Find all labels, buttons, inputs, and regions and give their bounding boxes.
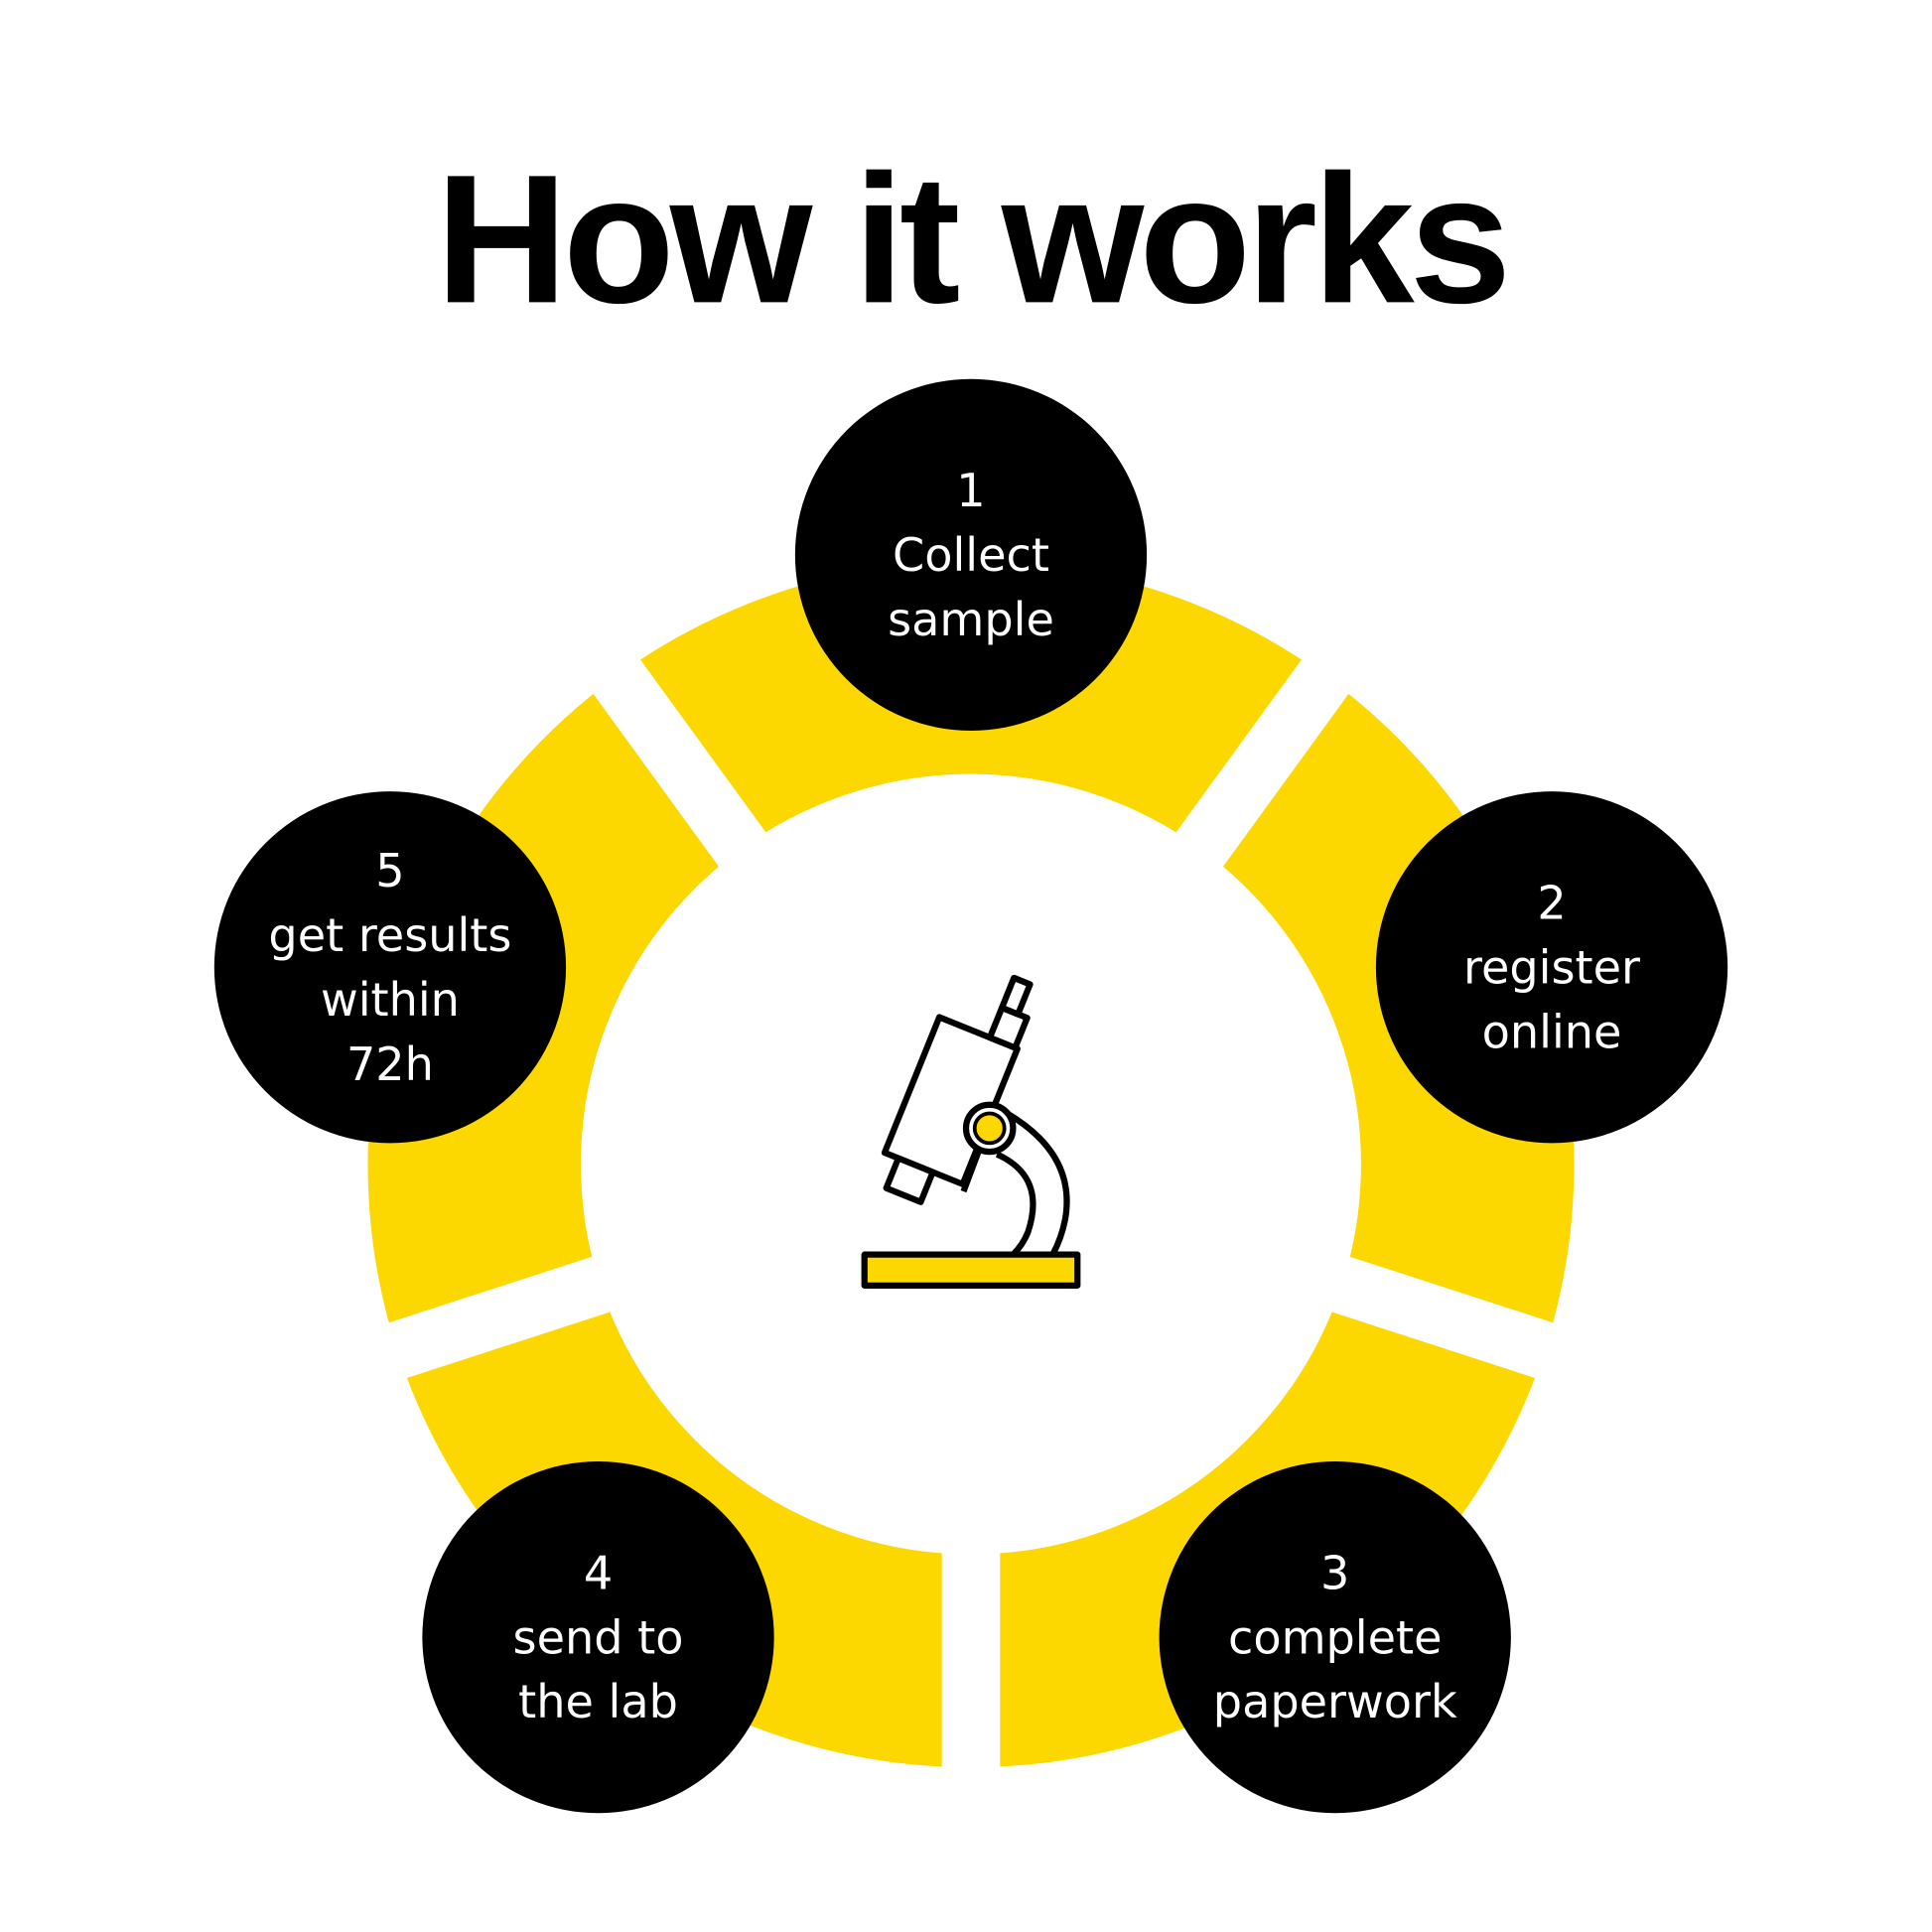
step-label: send to <box>513 1610 684 1664</box>
ring-gap <box>349 1136 981 1391</box>
step-label: online <box>1482 1005 1622 1058</box>
step-label: paperwork <box>1213 1675 1457 1728</box>
step-circle <box>794 378 1148 731</box>
step-label: the lab <box>518 1675 678 1728</box>
step-circle <box>1375 791 1728 1144</box>
ring-gap <box>961 1136 1592 1391</box>
step-circle <box>422 1460 774 1814</box>
step-number: 5 <box>375 844 404 897</box>
page-title: How it works <box>436 137 1507 342</box>
step-label: register <box>1463 940 1640 994</box>
step-2: 2 register online <box>1375 791 1728 1144</box>
step-circle <box>213 791 567 1144</box>
step-label: 72h <box>346 1037 434 1091</box>
step-label: Collect <box>893 528 1049 582</box>
step-5: 5 get results within 72h <box>213 791 567 1144</box>
step-label: get results <box>268 908 511 962</box>
step-number: 3 <box>1320 1546 1349 1599</box>
ring-gap <box>568 625 995 1181</box>
step-label: sample <box>888 593 1054 646</box>
step-number: 1 <box>956 464 985 517</box>
step-label: complete <box>1228 1610 1443 1664</box>
ring-gap <box>947 625 1373 1181</box>
microscope-icon <box>861 974 1081 1289</box>
step-number: 4 <box>584 1546 613 1599</box>
step-number: 2 <box>1537 877 1566 930</box>
step-4: 4 send to the lab <box>422 1460 774 1814</box>
step-3: 3 complete paperwork <box>1159 1460 1511 1814</box>
step-label: within <box>321 973 460 1027</box>
step-circle <box>1159 1460 1511 1814</box>
